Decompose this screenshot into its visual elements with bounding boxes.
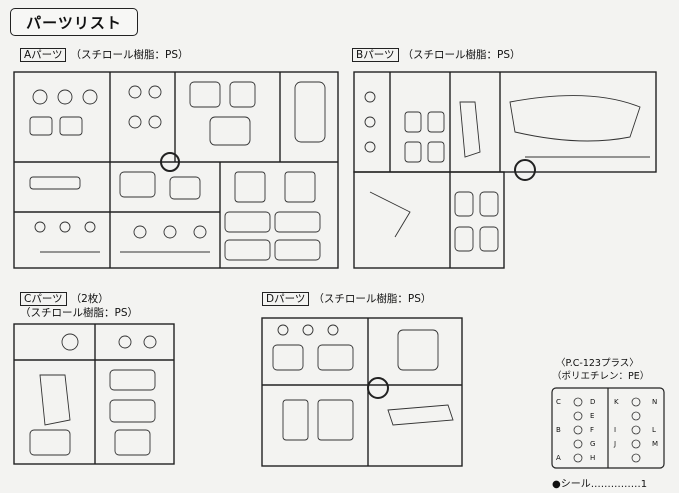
sprue-d-name: Dパーツ <box>262 292 310 306</box>
sprue-a-material: （スチロール樹脂：PS） <box>70 49 189 61</box>
page-title: パーツリスト <box>10 8 138 36</box>
pc-letter-f: F <box>590 426 594 434</box>
pc-name: 〈P.C-123プラス〉 <box>556 358 639 369</box>
sprue-b-label: Bパーツ（スチロール樹脂：PS） <box>352 48 521 62</box>
sprue-c-label: Cパーツ（2枚） <box>20 292 109 306</box>
pc-letter-n: N <box>652 398 657 406</box>
pc-letter-b: B <box>556 426 561 434</box>
pc-letter-i: I <box>614 426 616 434</box>
pc-letter-e: E <box>590 412 594 420</box>
sprue-c-count: （2枚） <box>70 293 109 305</box>
pc-letter-a: A <box>556 454 561 462</box>
sprue-a-name: Aパーツ <box>20 48 67 62</box>
pc-letter-h: H <box>590 454 595 462</box>
pc-letter-d: D <box>590 398 595 406</box>
pc-letter-k: K <box>614 398 619 406</box>
sprue-a-label: Aパーツ（スチロール樹脂：PS） <box>20 48 188 62</box>
sprue-b-name: Bパーツ <box>352 48 399 62</box>
sprue-d-material: （スチロール樹脂：PS） <box>313 293 432 305</box>
seal-label: ●シール……………1 <box>552 479 648 490</box>
sprue-d-label: Dパーツ（スチロール樹脂：PS） <box>262 292 431 306</box>
pc-letter-c: C <box>556 398 561 406</box>
sprue-c-material: （スチロール樹脂：PS） <box>20 307 138 319</box>
sprue-d-diagram <box>261 317 463 467</box>
sprue-c-name: Cパーツ <box>20 292 67 306</box>
sprue-b-diagram <box>353 71 657 269</box>
pc-sprue-diagram: A B C D E F G H I J K L M N <box>551 387 665 469</box>
sprue-c-diagram <box>13 323 175 465</box>
pc-letter-m: M <box>652 440 658 448</box>
pc-letter-l: L <box>652 426 656 434</box>
pc-letter-j: J <box>613 440 616 448</box>
sprue-a-diagram <box>13 71 339 269</box>
sprue-b-material: （スチロール樹脂：PS） <box>402 49 521 61</box>
pc-material: （ポリエチレン：PE） <box>552 371 650 382</box>
pc-letter-g: G <box>590 440 595 448</box>
